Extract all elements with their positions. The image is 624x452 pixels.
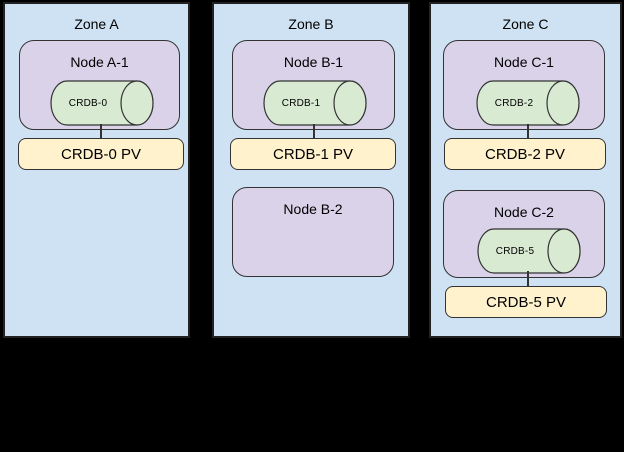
database-cylinder-icon [477, 228, 581, 274]
crdb-5-pv-label: CRDB-5 PV [485, 293, 567, 311]
crdb-0-cylinder-label: CRDB-0 [68, 97, 108, 109]
crdb-1-cylinder: CRDB-1 [263, 80, 367, 126]
zone-b: Zone B Node B-1 CRDB-1 CRDB-1 PV Node B-… [212, 2, 410, 338]
crdb-2-cylinder: CRDB-2 [476, 80, 580, 126]
crdb-5-cylinder-label: CRDB-5 [495, 245, 535, 257]
crdb-1-pv-label: CRDB-1 PV [272, 145, 354, 163]
node-b-2-label: Node B-2 [283, 201, 343, 217]
crdb-0-pv-box: CRDB-0 PV [18, 138, 184, 170]
node-b-1-label: Node B-1 [283, 54, 344, 70]
crdb-0-pv-label: CRDB-0 PV [60, 145, 142, 163]
node-b-2: Node B-2 [232, 187, 394, 277]
crdb-1-pv-connector-line [313, 124, 315, 139]
crdb-2-pv-box: CRDB-2 PV [444, 138, 606, 170]
crdb-2-pv-connector-line [527, 124, 529, 139]
crdb-2-cylinder-label: CRDB-2 [494, 97, 534, 109]
zone-b-label: Zone B [288, 16, 334, 32]
zone-a-label: Zone A [74, 16, 119, 32]
node-b-1: Node B-1 CRDB-1 [232, 40, 395, 130]
node-c-2-label: Node C-2 [494, 204, 554, 220]
zone-c-label: Zone C [502, 16, 549, 32]
node-c-1-label: Node C-1 [494, 54, 554, 70]
crdb-0-cylinder: CRDB-0 [50, 80, 154, 126]
database-cylinder-icon [476, 80, 580, 126]
database-cylinder-icon [263, 80, 367, 126]
node-a-1-label: Node A-1 [70, 54, 129, 70]
crdb-5-pv-box: CRDB-5 PV [445, 286, 607, 318]
crdb-5-cylinder: CRDB-5 [477, 228, 581, 274]
zone-c: Zone C Node C-1 CRDB-2 CRDB-2 PV Node C-… [429, 2, 622, 338]
crdb-1-cylinder-label: CRDB-1 [281, 97, 321, 109]
node-c-2: Node C-2 CRDB-5 [443, 190, 605, 278]
zone-a: Zone A Node A-1 CRDB-0 CRDB-0 PV [3, 2, 190, 338]
crdb-5-pv-connector-line [527, 271, 529, 287]
crdb-2-pv-label: CRDB-2 PV [484, 145, 566, 163]
crdb-1-pv-box: CRDB-1 PV [230, 138, 396, 170]
crdb-0-pv-connector-line [100, 124, 102, 139]
node-c-1: Node C-1 CRDB-2 [443, 40, 605, 130]
database-cylinder-icon [50, 80, 154, 126]
node-a-1: Node A-1 CRDB-0 [19, 40, 180, 130]
